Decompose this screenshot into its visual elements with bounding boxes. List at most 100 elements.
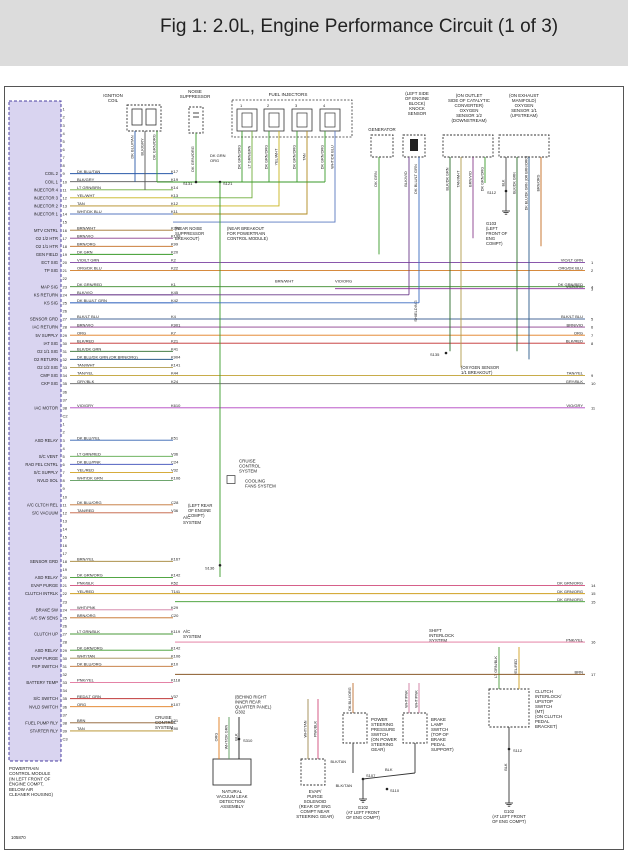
pin-number: 3 bbox=[63, 123, 66, 128]
right-connector-number: 7 bbox=[591, 333, 594, 338]
circuit-number: K107 bbox=[171, 702, 181, 707]
ground-g102-left-label: OF ENG COMPT) bbox=[346, 815, 380, 820]
splice-wire-label: ORG bbox=[210, 158, 219, 163]
o2-sensor-upstream-label: (ON EXHAUST bbox=[509, 93, 539, 98]
pin-label: SENSOR GRD bbox=[30, 559, 58, 564]
fuel-injector bbox=[319, 108, 341, 132]
location-note: G302 bbox=[235, 710, 246, 715]
pin-number: 39 bbox=[63, 729, 68, 734]
injector-power-label: DK GRN/ORG bbox=[265, 145, 269, 170]
pin-number: 33 bbox=[63, 365, 68, 370]
pin-number: 4 bbox=[63, 446, 66, 451]
right-wire-label: BRN/VIO bbox=[567, 322, 583, 327]
ground-g102-right-label: (AT LEFT FRONT bbox=[492, 814, 526, 819]
evap-wire-label: WHT/TAN bbox=[304, 720, 308, 737]
pcm-caption: ENGINE COMPT, bbox=[9, 782, 44, 787]
splice-label: S131 bbox=[183, 181, 193, 186]
generator-wire-label: DK GRN bbox=[373, 171, 378, 187]
brake-switch-label: (TOP OF bbox=[431, 732, 449, 737]
pin-number: 38 bbox=[63, 405, 68, 410]
wire-color-label: VIO/LT GRN bbox=[77, 258, 99, 263]
nvld-label: DETECTION bbox=[219, 799, 244, 804]
splice-label: S112 bbox=[513, 748, 523, 753]
circuit-number: K200 bbox=[171, 225, 181, 230]
right-wire-label: GRY/BLK bbox=[566, 379, 584, 384]
pin-label: NVLD SOL bbox=[37, 478, 58, 483]
pin-number: 26 bbox=[63, 624, 68, 629]
pin-label: 5V SUPPLY bbox=[36, 333, 59, 338]
clutch-switch-label: SWITCH bbox=[535, 704, 552, 709]
pin-number: 9 bbox=[63, 486, 66, 491]
right-wire-label: DK GRN/RED bbox=[558, 282, 583, 287]
pin-number: 2 bbox=[63, 115, 66, 120]
location-note: INNER REAR bbox=[235, 700, 261, 705]
injector-coil bbox=[296, 112, 308, 128]
evap-solenoid-label: (REAR OF ENG bbox=[299, 804, 331, 809]
injector-signal-wire bbox=[173, 131, 253, 199]
figure-title: Fig 1: 2.0L, Engine Performance Circuit … bbox=[160, 16, 559, 37]
shift-interlock-label: SYSTEM bbox=[429, 638, 447, 643]
location-note: FOR POWERTRAIN bbox=[227, 231, 265, 236]
psp-switch-label: (ON POWER bbox=[371, 737, 397, 742]
pin-number: 5 bbox=[63, 454, 66, 459]
psp-switch-label: STEERING bbox=[371, 742, 394, 747]
pin-label: FUEL PUMP RLY bbox=[25, 720, 58, 725]
splice-s310 bbox=[237, 737, 241, 741]
pin-number: 35 bbox=[63, 381, 68, 386]
knock-sensor-label: (LEFT SIDE bbox=[405, 91, 429, 96]
injector-power-label: DK GRN/ORG bbox=[238, 145, 242, 170]
circuit-number: C20 bbox=[171, 613, 179, 618]
right-wire-label: DK GRN/ORG bbox=[557, 597, 583, 602]
pin-number: 17 bbox=[63, 236, 68, 241]
injector-number: 1 bbox=[240, 103, 243, 108]
pin-number: 30 bbox=[63, 341, 68, 346]
pcm-caption: CLEANER HOUSING) bbox=[9, 792, 53, 797]
splice-label: S112 bbox=[487, 190, 497, 195]
pin-number: 25 bbox=[63, 615, 68, 620]
wire-label: BRN/WHT bbox=[275, 279, 294, 284]
starting-system-label: SYSTEM bbox=[155, 87, 173, 88]
wire-color-label: DK GRN/ORG bbox=[77, 645, 103, 650]
wire-color-label: TAN bbox=[77, 726, 85, 731]
location-note: CONTROL MODULE) bbox=[227, 236, 268, 241]
pin-number: 7 bbox=[63, 470, 66, 475]
pin-label: IAC RETURN bbox=[32, 325, 58, 330]
pin-label: COIL 1 bbox=[45, 179, 59, 184]
ground-g103-label: COMPT) bbox=[486, 241, 503, 246]
wire-color-label: BLK/GRY bbox=[77, 177, 95, 182]
wire-color-label: PNK/BLK bbox=[77, 581, 94, 586]
pin-number: 16 bbox=[63, 543, 68, 548]
wire-color-label: BRN/VIO bbox=[77, 322, 93, 327]
pin-number: 10 bbox=[63, 179, 68, 184]
pin-number: 32 bbox=[63, 357, 68, 362]
o2-downstream-wire-label: DK GRN/ORG bbox=[481, 167, 485, 192]
circuit-number: K11 bbox=[171, 209, 179, 214]
pin-label: S/C SUPPLY bbox=[34, 470, 59, 475]
injector-number: 3 bbox=[295, 103, 298, 108]
circuit-number: K10 bbox=[171, 662, 179, 667]
pin-label: CKP SIG bbox=[41, 381, 58, 386]
coil-wire-label: DK BLU/TAN bbox=[130, 135, 135, 158]
splice-label: S110 bbox=[390, 788, 400, 793]
pin-number: 11 bbox=[63, 502, 68, 507]
wire-color-label: TAN/YEL bbox=[77, 371, 94, 376]
pin-label: A/C SW SENS bbox=[31, 615, 59, 620]
pin-number: 13 bbox=[63, 204, 68, 209]
right-connector-number: 15 bbox=[591, 591, 596, 596]
clutch-switch-label: (MT) bbox=[535, 709, 545, 714]
right-connector-number: 10 bbox=[591, 381, 596, 386]
pin-number: C3 bbox=[63, 737, 69, 742]
brake-switch-label: SUPPORT) bbox=[431, 747, 454, 752]
pin-label: PSP SWITCH bbox=[32, 664, 58, 669]
circuit-number: C28 bbox=[171, 500, 179, 505]
clutch-interlock-switch bbox=[488, 688, 530, 728]
pin-number: 23 bbox=[63, 284, 68, 289]
knock-wire-label: BLK/VIO bbox=[403, 171, 408, 187]
o2-downstream-wire-label: BRN/VIO bbox=[469, 171, 473, 187]
wire-color-label: DK GRN/ORG bbox=[77, 573, 103, 578]
ignition-coil-label: COIL bbox=[108, 98, 119, 103]
circuit-number: K44 bbox=[171, 371, 179, 376]
circuit-number: K901 bbox=[171, 322, 181, 327]
psp-wire-label: DK BLU/ORG bbox=[348, 687, 352, 710]
pin-label: O2 1/2 SIG bbox=[37, 365, 58, 370]
